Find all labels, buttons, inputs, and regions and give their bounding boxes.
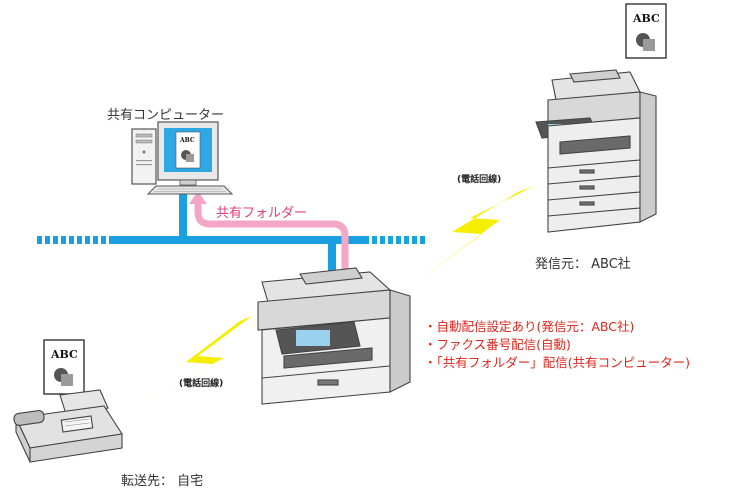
computer-keyboard: [146, 185, 234, 195]
computer-tower: [131, 128, 157, 185]
sender-label: 発信元： ABC社: [535, 257, 631, 272]
home-fax: [13, 389, 123, 463]
settings-notes: ・自動配信設定あり(発信元：ABC社) ・ファクス番号配信(自動) ・「共有フォ…: [424, 318, 756, 372]
shared-folder-label: 共有フォルダー: [216, 206, 308, 221]
lightning-bolt-bottom: [122, 316, 252, 410]
note-shared-folder-distribution: ・「共有フォルダー」配信(共有コンピューター): [424, 355, 691, 370]
phone-line-bottom-label: (電話回線): [179, 379, 224, 389]
shared-computer: [131, 121, 234, 195]
shared-folder-path: [189, 191, 349, 270]
network-main-bar: [109, 236, 369, 244]
note-auto-distribution: ・自動配信設定あり(発信元：ABC社): [424, 319, 635, 334]
document-sender: [625, 3, 667, 59]
main-mfp: [257, 267, 411, 405]
network-drop-mfp: [328, 236, 336, 272]
network-drop-computer: [179, 193, 187, 240]
network-dashes-right: [372, 236, 425, 244]
document-sender-label: ABC: [633, 12, 660, 25]
note-fax-number-distribution: ・ファクス番号配信(自動): [424, 337, 571, 352]
document-forward: [43, 339, 85, 395]
shared-folder-arrowhead: [189, 191, 207, 204]
shared-computer-label: 共有コンピューター: [107, 108, 225, 123]
forward-destination-label: 転送先： 自宅: [121, 474, 204, 489]
document-forward-label: ABC: [51, 348, 78, 361]
lightning-bolt-top: [416, 186, 534, 282]
phone-line-top-label: (電話回線): [457, 175, 502, 185]
sender-mfp: [535, 69, 657, 233]
network-lines: [37, 193, 425, 272]
computer-screen-doc-label: ABC: [180, 137, 195, 144]
network-dashes-left: [37, 236, 106, 244]
